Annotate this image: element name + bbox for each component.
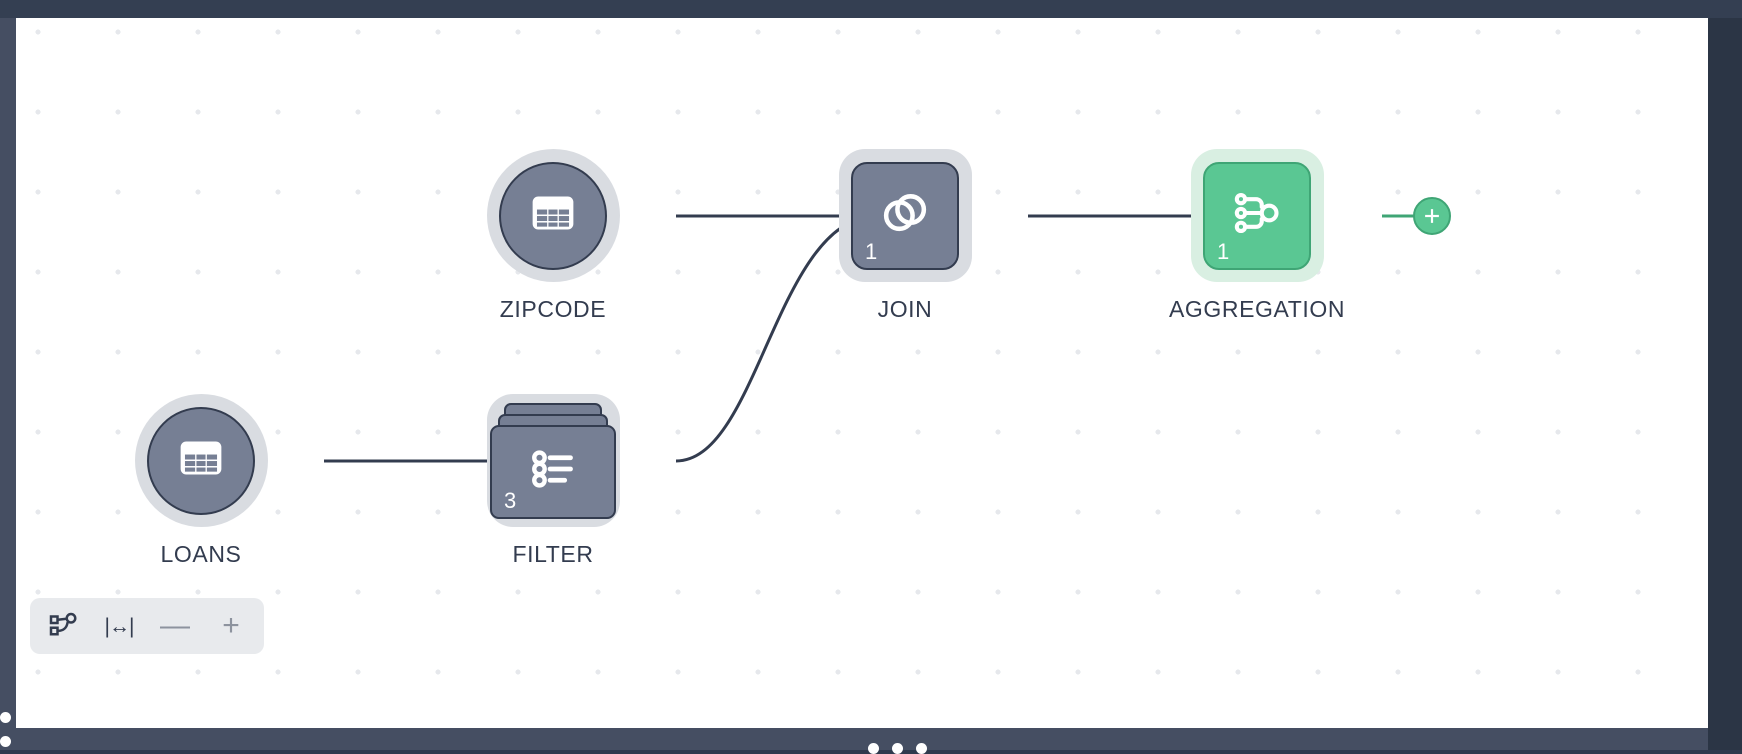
window-top-bar (0, 0, 1742, 18)
pipeline-canvas[interactable]: ZIPCODE (16, 18, 1708, 728)
node-filter-halo: 3 (486, 394, 620, 527)
node-zipcode-label: ZIPCODE (499, 296, 607, 322)
node-aggregation-halo: 1 (1190, 149, 1324, 282)
graph-layout-icon (48, 610, 78, 643)
add-step-button[interactable] (1413, 197, 1451, 235)
node-loans-body[interactable] (147, 406, 255, 515)
zoom-out-button[interactable]: — (152, 603, 198, 649)
node-zipcode[interactable]: ZIPCODE (471, 149, 635, 323)
zoom-in-button[interactable]: + (208, 603, 254, 649)
fit-width-icon: |↔| (104, 614, 135, 638)
left-rail-dot (0, 712, 11, 723)
venn-circles-icon (879, 187, 931, 244)
node-zipcode-halo (486, 149, 620, 282)
left-rail-dot (0, 736, 11, 747)
node-aggregation-body[interactable]: 1 (1203, 161, 1311, 270)
node-filter-body[interactable]: 3 (490, 424, 616, 519)
minus-icon: — (160, 609, 190, 642)
node-join-badge: 1 (865, 238, 878, 264)
node-loans-halo (134, 394, 268, 527)
node-loans[interactable]: LOANS (119, 394, 283, 568)
node-zipcode-body[interactable] (499, 161, 607, 270)
bottom-bar-dot (916, 743, 927, 754)
node-aggregation-label: AGGREGATION (1168, 296, 1346, 322)
node-filter[interactable]: 3 FILTER (471, 394, 635, 568)
bottom-bar-dot (868, 743, 879, 754)
fit-to-screen-button[interactable]: |↔| (96, 603, 142, 649)
aggregate-merge-icon (1231, 187, 1283, 244)
pipeline-edges (324, 204, 1414, 473)
node-filter-stack[interactable]: 3 (490, 402, 616, 519)
window-right-rail (1708, 18, 1742, 750)
node-aggregation-badge: 1 (1217, 238, 1230, 264)
node-join-body[interactable]: 1 (851, 161, 959, 270)
window-bottom-bar (16, 728, 1708, 754)
node-join[interactable]: 1 JOIN (823, 149, 987, 323)
plus-icon: + (222, 609, 240, 642)
plus-icon (1425, 209, 1439, 223)
bullet-list-icon (528, 444, 578, 499)
table-icon (175, 432, 227, 489)
node-filter-badge: 3 (504, 487, 517, 513)
node-filter-label: FILTER (512, 541, 594, 567)
node-aggregation[interactable]: 1 AGGREGATION (1169, 149, 1344, 323)
window-left-rail (0, 18, 16, 750)
auto-layout-button[interactable] (40, 603, 86, 649)
canvas-toolbar[interactable]: |↔| — + (30, 598, 264, 654)
bottom-bar-dot (892, 743, 903, 754)
node-join-label: JOIN (877, 296, 933, 322)
node-join-halo: 1 (838, 149, 972, 282)
table-icon (527, 187, 579, 244)
node-loans-label: LOANS (160, 541, 242, 567)
